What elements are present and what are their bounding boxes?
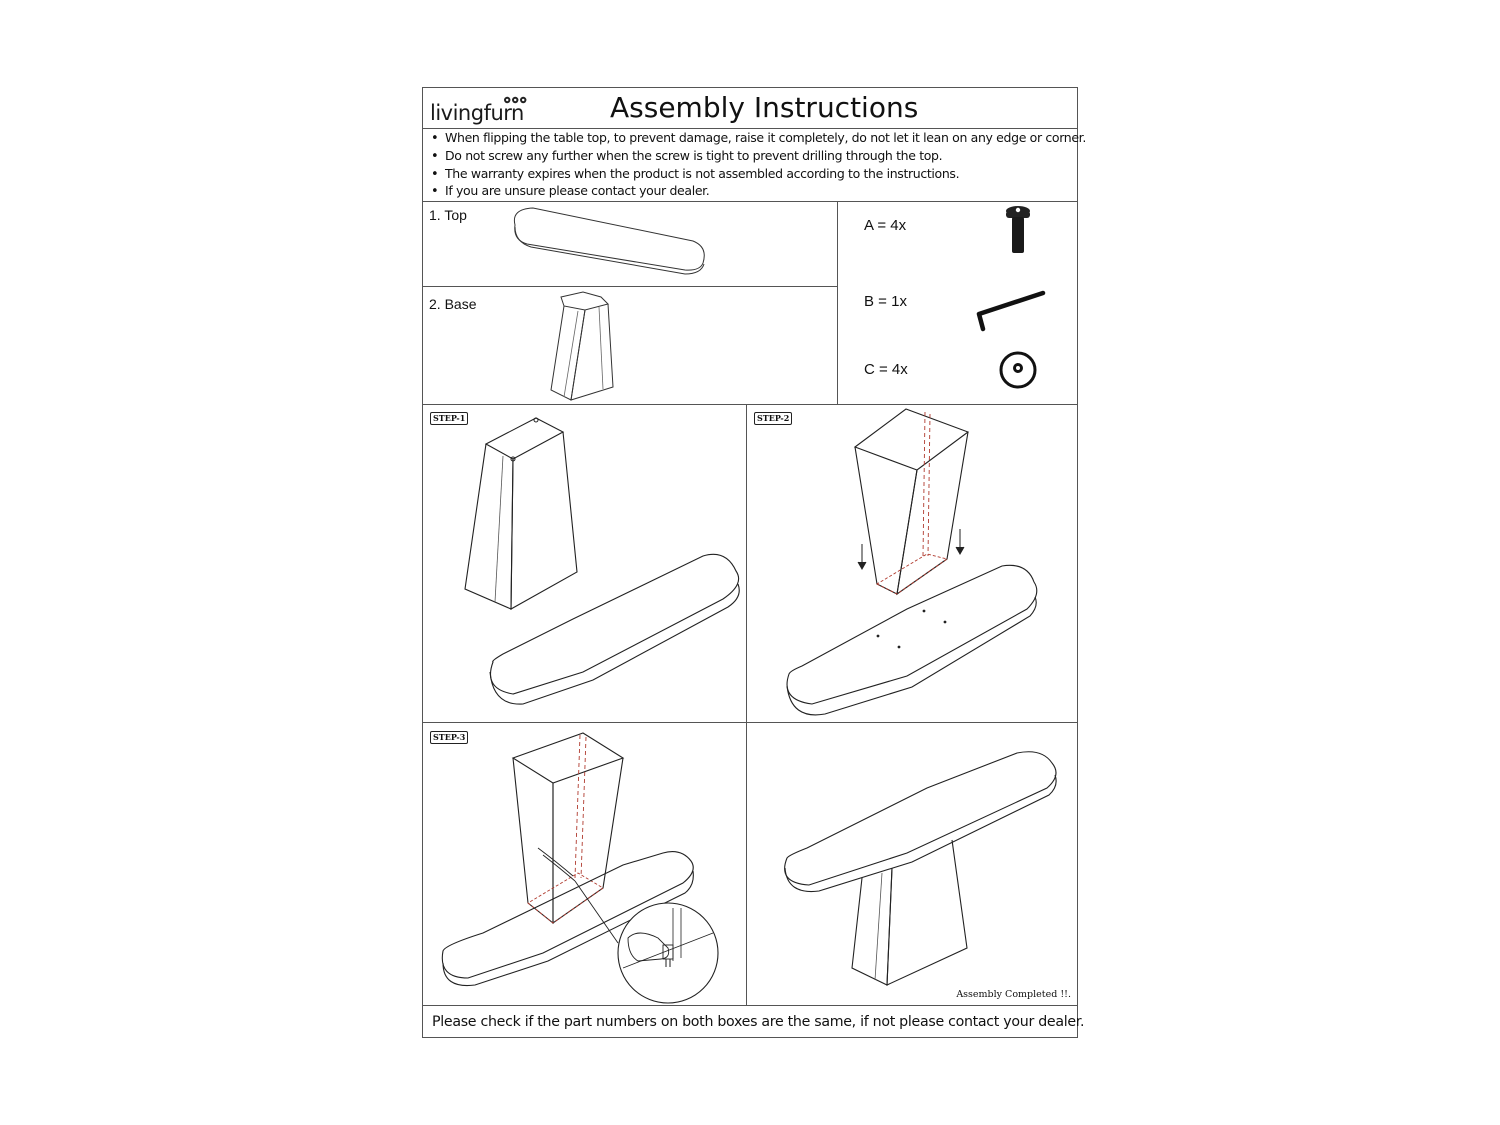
brand-logo: livingfurn <box>430 96 550 128</box>
brand-name: livingfurn <box>430 101 524 125</box>
step-4-panel: Assembly Completed !!. <box>747 723 1077 1005</box>
table-top-illustration <box>513 207 705 275</box>
hardware-a-label: A = 4x <box>864 217 907 234</box>
step-2-illustration <box>786 408 1038 716</box>
part-base-label: 2. Base <box>429 296 477 312</box>
part-top-cell: 1. Top <box>423 201 838 287</box>
instruction-sheet: livingfurn Assembly Instructions When fl… <box>422 87 1086 1038</box>
step-3-tag: STEP-3 <box>430 731 469 744</box>
assembly-completed-text: Assembly Completed !!. <box>956 989 1071 1000</box>
part-base-cell: 2. Base <box>423 287 838 404</box>
step-3-illustration <box>441 732 719 1004</box>
part-top-label: 1. Top <box>429 207 467 223</box>
hardware-c-label: C = 4x <box>864 361 908 378</box>
footer-note: Please check if the part numbers on both… <box>432 1014 1085 1030</box>
steps-grid: STEP-1 STEP-2 <box>423 404 1077 1005</box>
allen-key-icon <box>976 290 1046 332</box>
parts-section: 1. Top 2. Base A = 4x B = 1x C = 4x <box>423 201 1077 405</box>
hardware-b-label: B = 1x <box>864 293 907 310</box>
screw-icon <box>1006 206 1030 253</box>
step-1-illustration <box>464 417 740 705</box>
note-item: If you are unsure please contact your de… <box>431 183 1086 201</box>
base-illustration <box>550 291 614 401</box>
notes-section: When flipping the table top, to prevent … <box>423 128 1086 202</box>
note-item: Do not screw any further when the screw … <box>431 148 1086 166</box>
step-2-tag: STEP-2 <box>754 412 793 425</box>
page-title: Assembly Instructions <box>610 91 919 124</box>
completed-table-illustration <box>784 751 1057 986</box>
step-2-panel: STEP-2 <box>747 404 1077 723</box>
hardware-icons <box>976 206 1046 389</box>
note-item: The warranty expires when the product is… <box>431 166 1086 184</box>
step-1-panel: STEP-1 <box>423 404 747 723</box>
header: livingfurn Assembly Instructions <box>423 88 1077 129</box>
logo-dots-icon <box>504 96 527 104</box>
footer: Please check if the part numbers on both… <box>423 1005 1085 1038</box>
step-3-panel: STEP-3 <box>423 723 747 1005</box>
step-1-tag: STEP-1 <box>430 412 469 425</box>
note-item: When flipping the table top, to prevent … <box>431 130 1086 148</box>
washer-icon <box>999 351 1037 389</box>
